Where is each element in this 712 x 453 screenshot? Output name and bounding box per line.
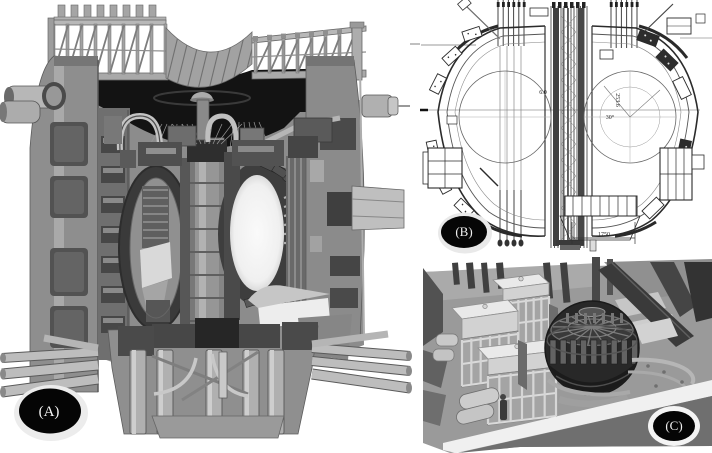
svg-text:(A): (A): [39, 404, 60, 420]
svg-text:253.6: 253.6: [614, 93, 620, 107]
svg-text:30°: 30°: [606, 114, 615, 121]
svg-text:(C): (C): [665, 418, 682, 433]
svg-text:(B): (B): [455, 224, 472, 239]
svg-text:1750: 1750: [598, 232, 610, 238]
svg-text:6.0: 6.0: [539, 90, 547, 96]
